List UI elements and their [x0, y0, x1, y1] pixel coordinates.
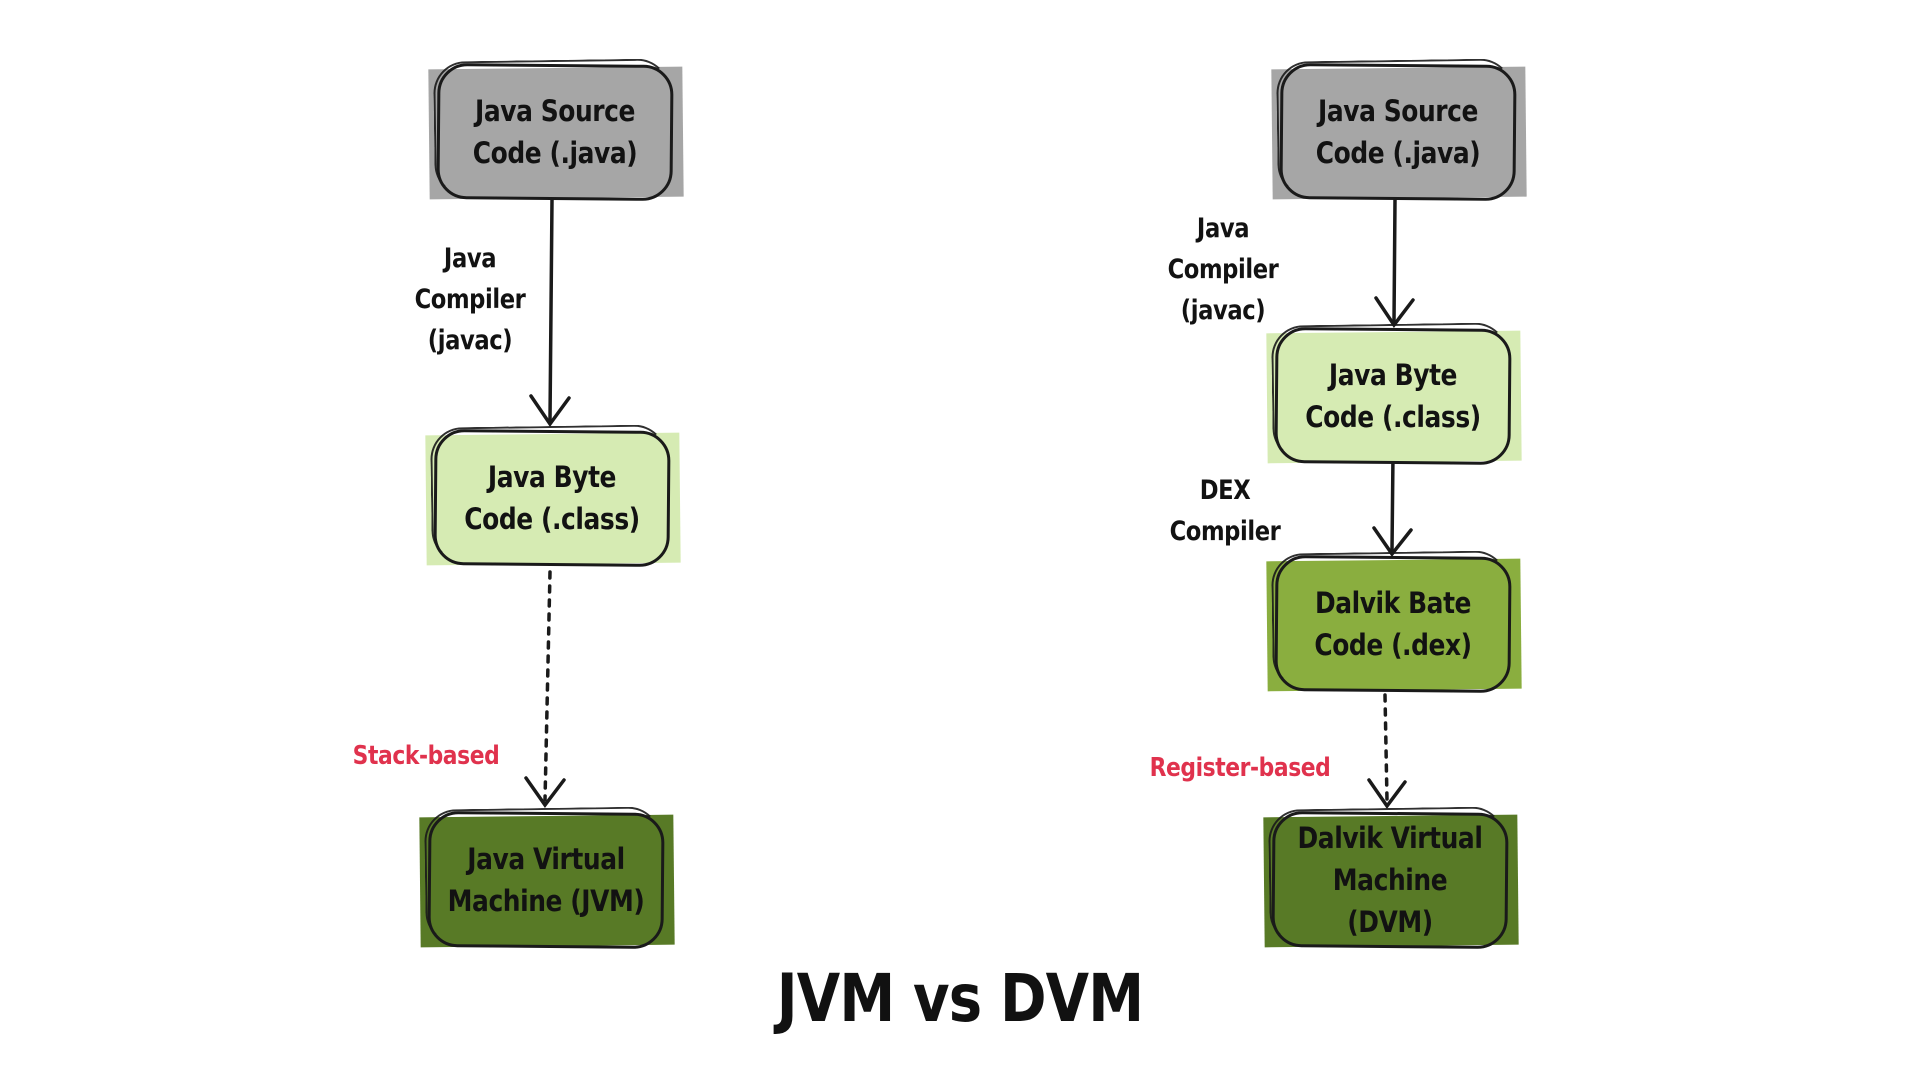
dvm-dex-arrow	[1372, 453, 1413, 557]
dvm-bytecode-label: Java Byte Code (.class)	[1305, 358, 1481, 434]
dvm-dex-label: Dalvik Bate Code (.dex)	[1314, 586, 1472, 662]
jvm-compile-arrow	[529, 198, 571, 428]
jvm-compiler-label: Java Compiler (javac)	[414, 243, 526, 356]
dvm-vm-label: Dalvik Virtual Machine (DVM)	[1297, 821, 1483, 939]
jvm-source-node: Java Source Code (.java)	[428, 58, 684, 202]
jvm-run-arrow	[524, 570, 566, 808]
diagram-title: JVM vs DVM	[776, 960, 1144, 1037]
dvm-vm-node: Dalvik Virtual Machine (DVM)	[1263, 806, 1519, 950]
jvm-bytecode-node: Java Byte Code (.class)	[425, 424, 681, 568]
dvm-source-node: Java Source Code (.java)	[1271, 58, 1527, 202]
jvm-source-label: Java Source Code (.java)	[472, 94, 638, 170]
dvm-bytecode-node: Java Byte Code (.class)	[1266, 322, 1522, 466]
dvm-compiler-label: Java Compiler (javac)	[1167, 213, 1279, 326]
jvm-bytecode-label: Java Byte Code (.class)	[464, 460, 640, 536]
dvm-run-arrow	[1367, 693, 1407, 809]
jvm-stack-label: Stack-based	[352, 741, 500, 771]
dvm-source-label: Java Source Code (.java)	[1315, 94, 1481, 170]
dvm-dex-node: Dalvik Bate Code (.dex)	[1266, 550, 1522, 694]
dvm-register-label: Register-based	[1149, 753, 1331, 783]
dvm-dex-compiler-label: DEX Compiler	[1169, 475, 1281, 547]
jvm-vm-label: Java Virtual Machine (JVM)	[447, 842, 645, 918]
dvm-compile-arrow	[1374, 198, 1415, 329]
jvm-vm-node: Java Virtual Machine (JVM)	[419, 806, 675, 950]
